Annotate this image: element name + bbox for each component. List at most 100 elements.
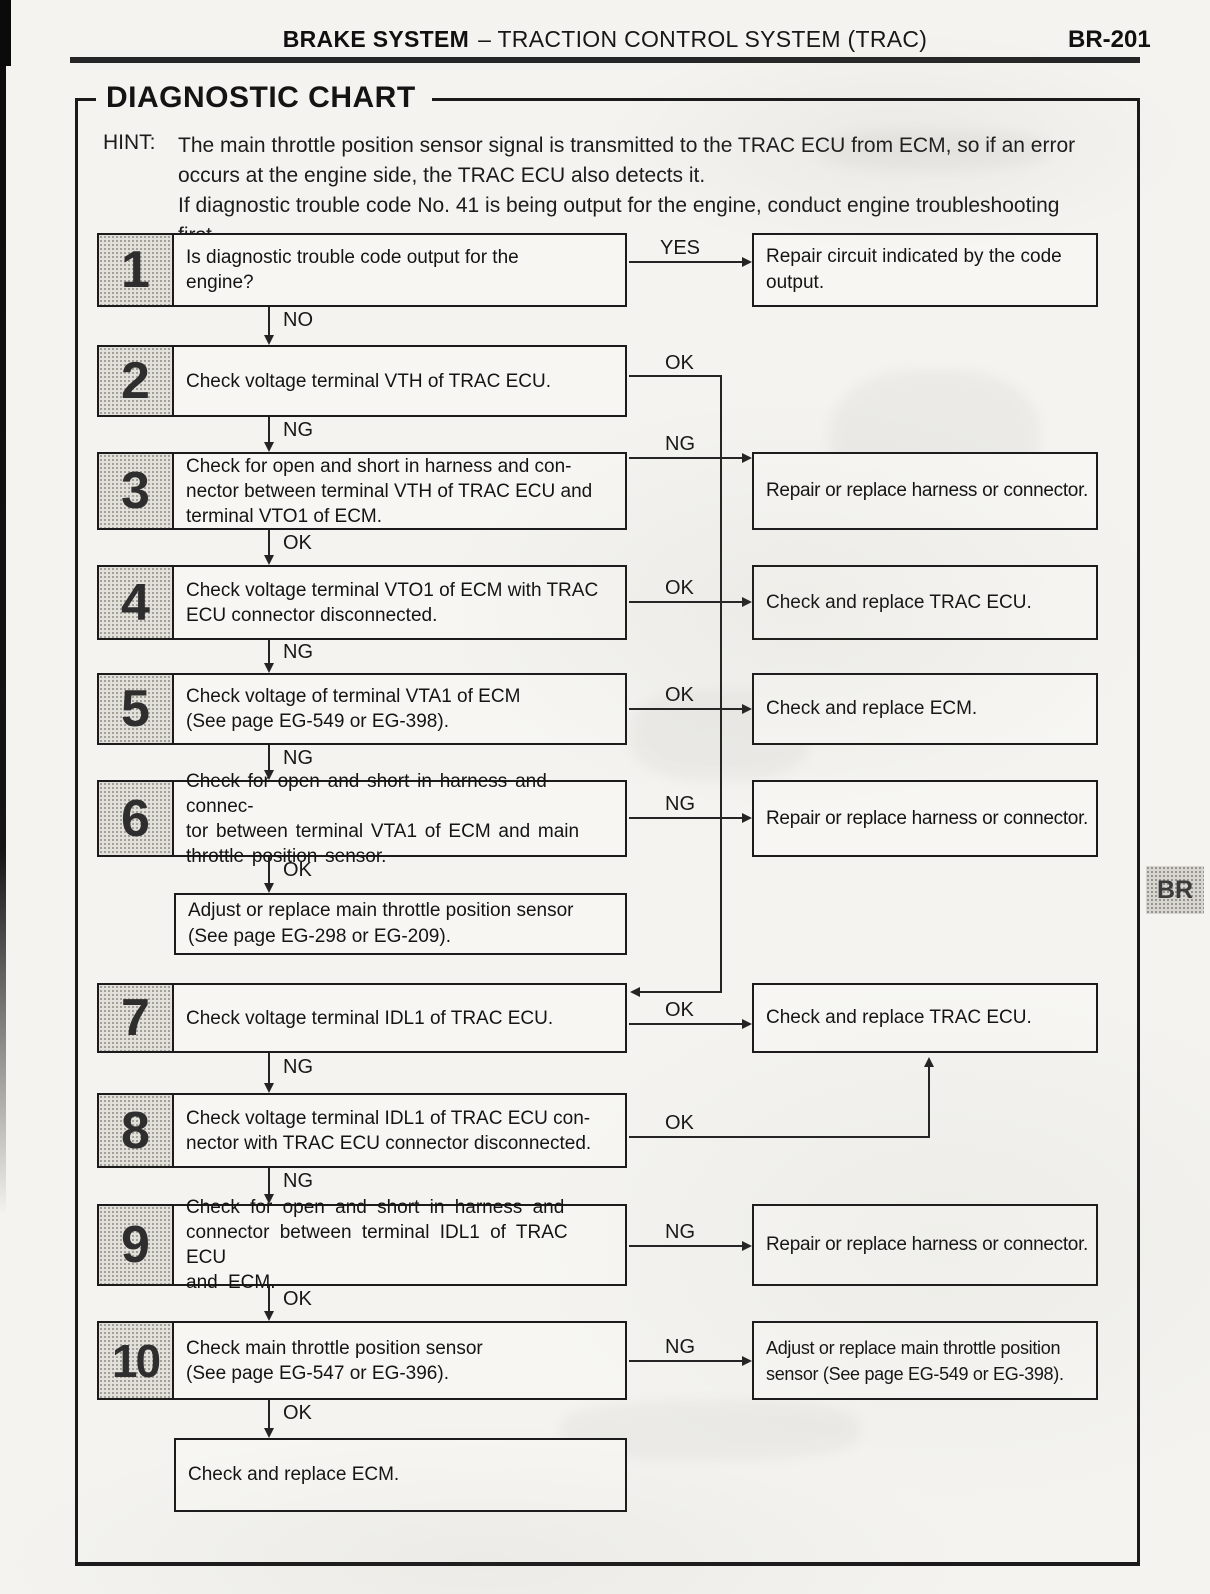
step-text: Is diagnostic trouble code output for th… (186, 247, 519, 293)
arrowhead-down (264, 335, 274, 345)
arrowhead-right (742, 257, 752, 267)
step-box-2: 2 Check voltage terminal VTH of TRAC ECU… (97, 345, 627, 417)
hint-label: HINT: (103, 131, 156, 154)
branch-label: NG (665, 433, 695, 455)
connector-line (629, 457, 743, 459)
arrowhead-left (630, 987, 640, 997)
arrowhead-right (742, 1241, 752, 1251)
arrowhead-right (742, 1356, 752, 1366)
connector-line (629, 817, 743, 819)
result-box-9: Repair or replace harness or connector. (752, 1204, 1098, 1286)
step-number: 1 (99, 235, 174, 305)
step-box-6: 6 Check for open and short in harness an… (97, 770, 627, 867)
final-box: Check and replace ECM. (174, 1438, 627, 1512)
connector-line (629, 1245, 743, 1247)
result-box-10: Adjust or replace main throttle position… (752, 1321, 1098, 1400)
page-number: BR-201 (1068, 26, 1151, 53)
adjust-sensor-box: Adjust or replace main throttle position… (174, 893, 627, 955)
arrowhead-down (264, 442, 274, 452)
arrowhead-right (742, 704, 752, 714)
step-text: Check voltage terminal VTH of TRAC ECU. (186, 370, 551, 392)
header-rule (70, 57, 1140, 63)
branch-label: NG (283, 419, 313, 441)
connector-line (629, 601, 743, 603)
branch-label: NG (283, 1170, 313, 1192)
arrowhead-right (742, 453, 752, 463)
arrowhead-down (264, 555, 274, 565)
arrowhead-down (264, 1311, 274, 1321)
step-box-9: 9 Check for open and short in harness an… (97, 1197, 627, 1293)
step-number: 6 (99, 782, 174, 855)
connector-line (268, 307, 270, 335)
arrowhead-right (742, 597, 752, 607)
result-box-1: Repair circuit indicated by the code out… (752, 233, 1098, 307)
step-number: 3 (99, 454, 174, 528)
connector-line (629, 1023, 743, 1025)
branch-label: NO (283, 309, 313, 331)
connector-line (268, 745, 270, 774)
step-number: 5 (99, 675, 174, 743)
arrowhead-down (264, 1083, 274, 1093)
connector-line (639, 991, 722, 993)
step-box-10: 10 Check main throttle position sensor (… (97, 1321, 627, 1400)
step-box-8: 8 Check voltage terminal IDL1 of TRAC EC… (97, 1093, 627, 1168)
connector-line (268, 530, 270, 559)
connector-line (720, 375, 722, 992)
result-box-4: Check and replace TRAC ECU. (752, 565, 1098, 640)
connector-line (629, 261, 743, 263)
connector-line (268, 1053, 270, 1087)
connector-line (268, 1168, 270, 1198)
branch-label: OK (665, 999, 694, 1021)
result-box-5: Check and replace ECM. (752, 673, 1098, 745)
step-number: 9 (99, 1206, 174, 1284)
connector-line (268, 417, 270, 446)
connector-line (928, 1066, 930, 1138)
result-box-6: Repair or replace harness or connector. (752, 780, 1098, 857)
step-number: 2 (99, 347, 174, 415)
connector-line (268, 640, 270, 667)
step-text: Check for open and short in harness and … (186, 770, 580, 867)
connector-line (629, 1136, 930, 1138)
step-number: 8 (99, 1095, 174, 1166)
arrowhead-down (264, 883, 274, 893)
connector-line (268, 1400, 270, 1432)
arrowhead-down (264, 770, 274, 780)
header-subsection: – TRACTION CONTROL SYSTEM (TRAC) (478, 26, 928, 52)
step-text: Check voltage terminal IDL1 of TRAC ECU … (186, 1107, 592, 1154)
result-box-7: Check and replace TRAC ECU. (752, 983, 1098, 1053)
connector-line (629, 1360, 743, 1362)
branch-label: OK (665, 352, 694, 374)
header-section: BRAKE SYSTEM (282, 26, 470, 52)
step-text: Check main throttle position sensor (See… (186, 1337, 483, 1384)
step-number: 4 (99, 567, 174, 638)
branch-label: NG (283, 641, 313, 663)
branch-label: NG (665, 793, 695, 815)
branch-label: OK (283, 859, 312, 881)
branch-label: YES (660, 237, 701, 259)
step-box-3: 3 Check for open and short in harness an… (97, 452, 627, 530)
branch-label: OK (283, 1402, 312, 1424)
chart-frame (75, 98, 1140, 1566)
step-text: Check for open and short in harness and … (186, 1197, 568, 1293)
branch-label: OK (665, 684, 694, 706)
connector-line (629, 708, 743, 710)
branch-label: OK (283, 532, 312, 554)
step-box-1: 1 Is diagnostic trouble code output for … (97, 233, 627, 307)
chart-title: DIAGNOSTIC CHART (96, 80, 432, 116)
step-number: 7 (99, 985, 174, 1051)
step-text: Check voltage terminal IDL1 of TRAC ECU. (186, 1007, 554, 1029)
branch-label: OK (665, 577, 694, 599)
step-text: Check for open and short in harness and … (186, 455, 593, 527)
bleedthrough-artifact (820, 130, 1050, 170)
step-box-7: 7 Check voltage terminal IDL1 of TRAC EC… (97, 983, 627, 1053)
arrowhead-down (264, 663, 274, 673)
connector-line (268, 857, 270, 887)
arrowhead-down (264, 1194, 274, 1204)
branch-label: NG (665, 1221, 695, 1243)
arrowhead-down (264, 1428, 274, 1438)
hint-text: The main throttle position sensor signal… (178, 134, 1076, 247)
arrowhead-right (742, 1019, 752, 1029)
step-box-5: 5 Check voltage of terminal VTA1 of ECM … (97, 673, 627, 745)
step-text: Check voltage terminal VTO1 of ECM with … (186, 579, 599, 626)
scan-edge-artifact (0, 0, 6, 1215)
